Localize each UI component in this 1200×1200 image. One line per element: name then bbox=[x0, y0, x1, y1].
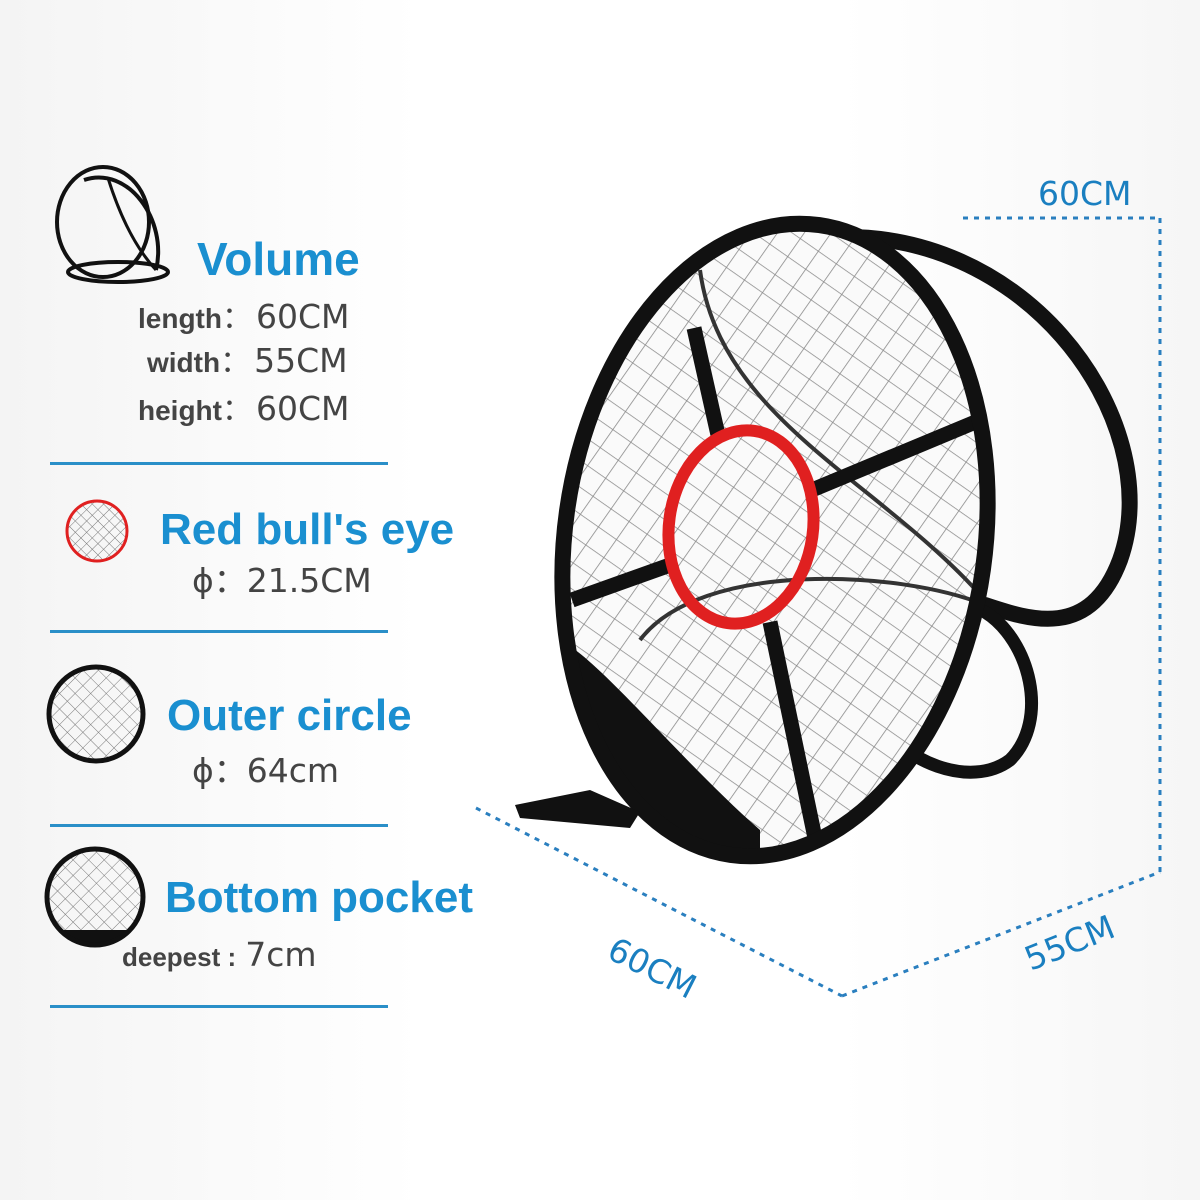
divider-3 bbox=[50, 824, 388, 827]
width-sep: ： bbox=[220, 345, 251, 380]
divider-2 bbox=[50, 630, 388, 633]
dimension-top: 60CM bbox=[1038, 174, 1132, 213]
divider-1 bbox=[50, 462, 388, 465]
bulls-eye-title: Red bull's eye bbox=[160, 505, 455, 554]
bottom-pocket-mesh-icon bbox=[44, 846, 146, 948]
outer-rim bbox=[554, 215, 996, 865]
frame-tab bbox=[515, 790, 640, 828]
outer-circle-mesh-icon bbox=[46, 664, 146, 764]
red-bulls-eye-ring bbox=[662, 424, 820, 630]
volume-row-height: height：60CM bbox=[138, 392, 350, 426]
length-sep: ： bbox=[222, 301, 252, 336]
volume-row-length: length：60CM bbox=[138, 300, 350, 334]
bulls-eye-value: ϕ：21.5CM bbox=[192, 561, 372, 600]
height-sep: ： bbox=[222, 393, 252, 428]
width-value: 55CM bbox=[254, 341, 348, 380]
outer-circle-title: Outer circle bbox=[167, 691, 412, 740]
deepest-label: deepest : bbox=[122, 942, 237, 972]
back-loop bbox=[797, 229, 1138, 627]
length-label: length bbox=[138, 303, 222, 334]
bottom-pocket-row: deepest : 7cm bbox=[122, 938, 317, 971]
divider-4 bbox=[50, 1005, 388, 1008]
dimension-guides bbox=[475, 216, 1162, 998]
chipping-net-illustration bbox=[475, 200, 1162, 998]
bottom-pocket-title: Bottom pocket bbox=[165, 873, 473, 922]
outer-circle-value: ϕ：64cm bbox=[192, 751, 340, 790]
volume-title: Volume bbox=[197, 233, 360, 285]
deepest-value: 7cm bbox=[245, 935, 317, 974]
height-value: 60CM bbox=[256, 389, 350, 428]
volume-row-width: width：55CM bbox=[147, 344, 348, 378]
height-label: height bbox=[138, 395, 222, 426]
length-value: 60CM bbox=[256, 297, 350, 336]
frame-outline-icon bbox=[55, 165, 170, 284]
width-label: width bbox=[147, 347, 221, 378]
red-ring-mesh-icon bbox=[65, 499, 129, 563]
frame-spokes bbox=[569, 326, 988, 840]
